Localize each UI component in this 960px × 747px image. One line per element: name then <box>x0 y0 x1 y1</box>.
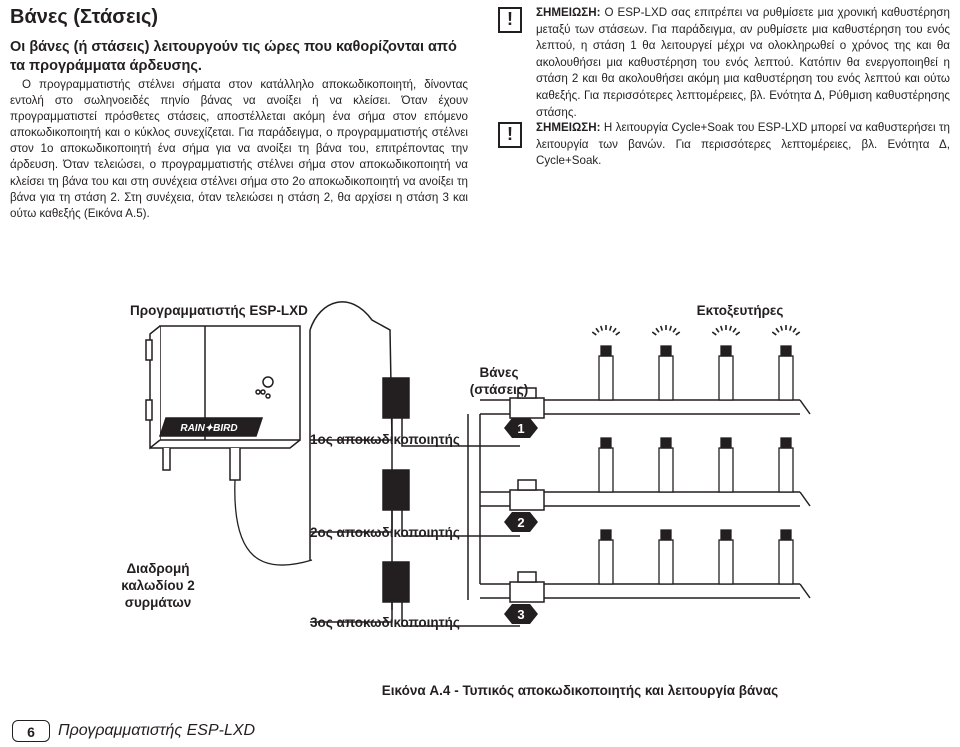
rotor-head-icon <box>598 529 614 585</box>
rain-bird-logo: RAIN✦BIRD <box>158 417 264 437</box>
svg-text:1: 1 <box>517 421 524 436</box>
decoder-1-label: 1ος αποκωδικοποιητής <box>310 432 460 447</box>
paragraph-text: Ο προγραμματιστής στέλνει σήματα στον κα… <box>10 78 468 220</box>
rotor-head-icon <box>711 325 741 401</box>
exclamation-icon: ! <box>498 122 522 148</box>
svg-text:RAIN✦BIRD: RAIN✦BIRD <box>180 423 237 434</box>
section-subtitle: Οι βάνες (ή στάσεις) λειτουργούν τις ώρε… <box>10 39 457 74</box>
valve-1 <box>509 387 545 419</box>
footer-title: Προγραμματιστής ESP-LXD <box>58 722 256 739</box>
decoder-1 <box>382 377 410 419</box>
note-cycle-soak: ! ΣΗΜΕΙΩΣΗ: Η λειτουργία Cycle+Soak του … <box>498 120 950 170</box>
rotors-label: Εκτοξευτήρες <box>696 303 784 318</box>
rotor-head-icon <box>718 437 734 493</box>
note-delay: ! ΣΗΜΕΙΩΣΗ: Ο ESP-LXD σας επιτρέπει να ρ… <box>498 5 950 121</box>
decoder-2 <box>382 469 410 511</box>
rotor-head-icon <box>658 529 674 585</box>
decoder-2-label: 2ος αποκωδικοποιητής <box>310 525 460 540</box>
note-body: Ο ESP-LXD σας επιτρέπει να ρυθμίσετε μια… <box>536 6 950 119</box>
rotor-head-icon <box>598 437 614 493</box>
page-number: 6 <box>12 720 50 742</box>
svg-text:3: 3 <box>517 607 524 622</box>
two-wire-path <box>234 479 313 566</box>
figure-caption: Εικόνα A.4 - Τυπικός αποκωδικοποιητής κα… <box>381 683 779 698</box>
valve-2 <box>509 479 545 511</box>
station-number-1: 1 <box>504 418 538 438</box>
valves-label: Βάνες (στάσεις) <box>469 365 529 397</box>
rotor-head-icon <box>651 325 681 401</box>
note-text: ΣΗΜΕΙΩΣΗ: Η λειτουργία Cycle+Soak του ES… <box>536 120 950 170</box>
decoder-3-label: 3ος αποκωδικοποιητής <box>310 615 460 630</box>
valve-3 <box>509 571 545 603</box>
rotor-head-icon <box>718 529 734 585</box>
page-title: Βάνες (Στάσεις) <box>10 6 159 28</box>
rotor-head-icon <box>778 529 794 585</box>
note-label: ΣΗΜΕΙΩΣΗ: <box>536 6 601 19</box>
controller-label: Προγραμματιστής ESP-LXD <box>130 303 308 318</box>
note-body: Η λειτουργία Cycle+Soak του ESP-LXD μπορ… <box>536 121 950 168</box>
decoder-3 <box>382 561 410 603</box>
note-label: ΣΗΜΕΙΩΣΗ: <box>536 121 601 134</box>
station-number-2: 2 <box>504 512 538 532</box>
rotor-head-icon <box>591 325 621 401</box>
wire-path-label: Διαδρομή καλωδίου 2 συρμάτων <box>121 561 195 610</box>
body-paragraph: Ο προγραμματιστής στέλνει σήματα στον κα… <box>10 77 468 222</box>
note-text: ΣΗΜΕΙΩΣΗ: Ο ESP-LXD σας επιτρέπει να ρυθ… <box>536 5 950 121</box>
station-number-3: 3 <box>504 604 538 624</box>
svg-text:2: 2 <box>517 515 524 530</box>
rotor-head-icon <box>658 437 674 493</box>
exclamation-icon: ! <box>498 7 522 33</box>
rotor-head-icon <box>778 437 794 493</box>
rotor-head-icon <box>771 325 801 401</box>
